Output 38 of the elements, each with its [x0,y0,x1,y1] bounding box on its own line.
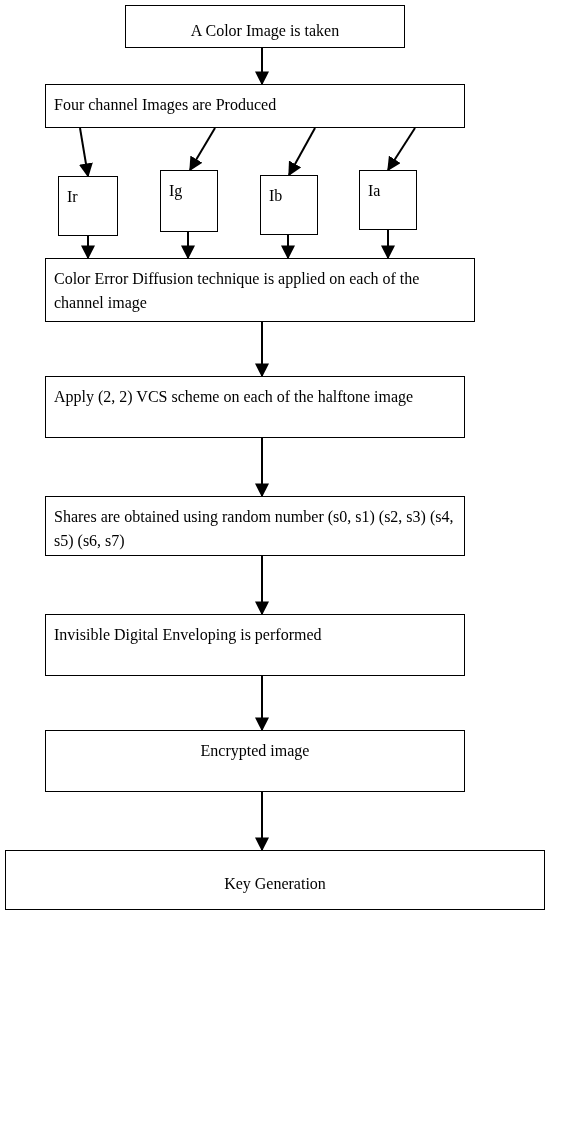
arrow [288,127,316,177]
process-box [359,170,417,230]
arrow [381,229,395,260]
arrow [255,675,269,732]
process-box [58,176,118,236]
box-text: Apply (2, 2) VCS scheme on each of the halftone image [54,387,414,408]
arrow [255,437,269,498]
box-text: Four channel Images are Produced [54,95,277,116]
process-box [5,850,545,910]
process-box [45,730,465,792]
process-box [45,496,465,556]
process-box [45,376,465,438]
arrow [181,231,195,260]
box-text: Ia [368,181,381,201]
arrow [281,234,295,260]
box-text: Color Error Diffusion technique is applied on each of the channel image [54,269,421,314]
process-box [45,84,465,128]
arrow [79,127,93,178]
arrow [189,127,216,172]
arrow [255,47,269,86]
box-text: Invisible Digital Enveloping is performed [54,625,322,646]
process-box [45,258,475,322]
process-box [260,175,318,235]
box-text: Key Generation [224,874,326,895]
process-box [45,614,465,676]
arrow [81,235,95,260]
process-box [125,5,405,48]
arrow [255,791,269,852]
box-text: Encrypted image [200,741,310,762]
box-text: Ib [269,186,283,206]
arrow [255,555,269,616]
box-text: Ig [169,181,183,202]
arrow [387,127,416,172]
process-box [160,170,218,232]
box-text: Ir [67,187,78,207]
box-text: A Color Image is taken [190,20,340,42]
box-text: Shares are obtained using random number (s0, s1) (s2, s3) (s4, s5) (s6, s7) [54,507,455,551]
arrow [255,321,269,378]
